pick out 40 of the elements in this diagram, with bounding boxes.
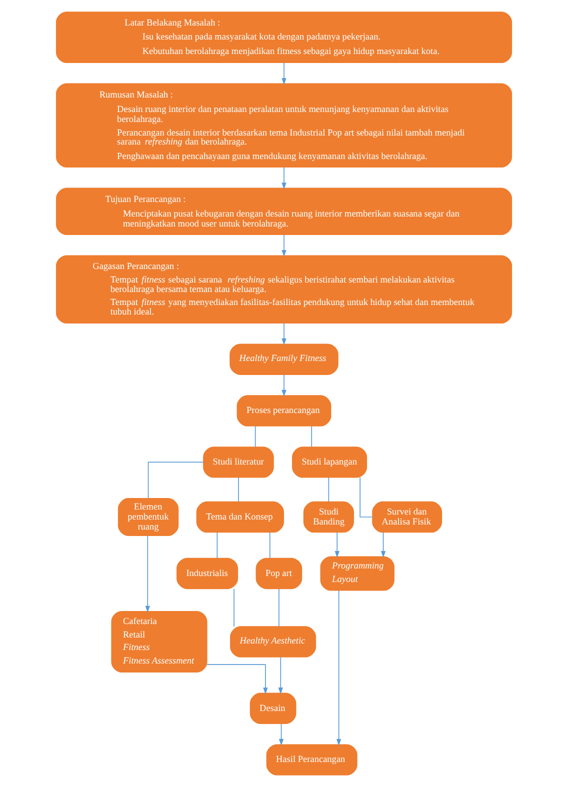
arrow (206, 664, 268, 694)
connector (359, 477, 372, 518)
connector (147, 462, 204, 499)
node-box: Hasil Perancangan (266, 744, 357, 776)
node-box: Studi Banding (302, 501, 354, 533)
node-box: Tujuan Perancangan : Menciptakan pusat kebugaran dengan desain ruang interior memberikan suasana segar dan meningkatkan mood user untuk berolahraga. (55, 188, 512, 235)
node-box: Studi lapangan (292, 446, 367, 478)
connector (268, 532, 270, 558)
arrow (281, 166, 286, 190)
connector (310, 426, 312, 448)
node-box: Industrialis (176, 558, 238, 590)
arrow (334, 532, 339, 558)
connector (278, 588, 279, 627)
node-box: Elemen pembentuk ruang (117, 498, 178, 536)
node-box: Survei dan Analisa Fisik (372, 501, 442, 533)
arrow (281, 374, 286, 397)
node-box: Programming Layout (320, 556, 394, 591)
node-box: Pop art (255, 558, 302, 590)
node-box: Rumusan Masalah : Desain ruang interior dan penataan peralatan untuk menunjang kenyamanan dan aktivitas berolahraga. Perancangan desain interior berdasarkan tema Industrial Pop art sebagai nilai tambah menjadi sarana refreshing dan berolahraga. Penghawaan dan pencahayaan guna mendukung kenyamanan aktivitas berolahraga. (55, 83, 512, 168)
node-box: Gagasan Perancangan : Tempat fitness sebagai sarana refreshing sekaligus beristirahat sembari melakukan aktivitas berolahraga bersama teman atau keluarga. Tempat fitness yang menyediakan fasilitas-fasilitas pendukung untuk hidup sehat dan membentuk tubuh ideal. (55, 255, 512, 324)
arrow (281, 322, 286, 346)
node-box: Studi literatur (202, 446, 274, 478)
node-box: Latar Belakang Masalah : Isu kesehatan pada masyarakat kota dengan padatnya pekerjaan. Kebutuhan berolahraga menjadikan fitness sebagai gaya hidup masyarakat kota. (55, 12, 512, 64)
connector (328, 477, 329, 502)
node-box: Tema dan Konsep (196, 501, 284, 533)
arrow (278, 656, 282, 694)
connector (254, 426, 256, 448)
arrow (144, 535, 150, 613)
node-box: Healthy Family Fitness (229, 344, 338, 375)
arrow (278, 723, 284, 746)
arrow (336, 590, 341, 746)
connector (233, 588, 234, 627)
node-box: Cafetaria Retail Fitness Fitness Assessment (110, 611, 207, 673)
node-box: Desain (249, 692, 296, 724)
arrow (281, 234, 286, 257)
node-box: Healthy Aesthetic (230, 626, 316, 658)
node-box: Proses perancangan (236, 395, 331, 426)
arrow (281, 62, 286, 85)
arrow (380, 532, 386, 558)
connector (216, 532, 218, 558)
